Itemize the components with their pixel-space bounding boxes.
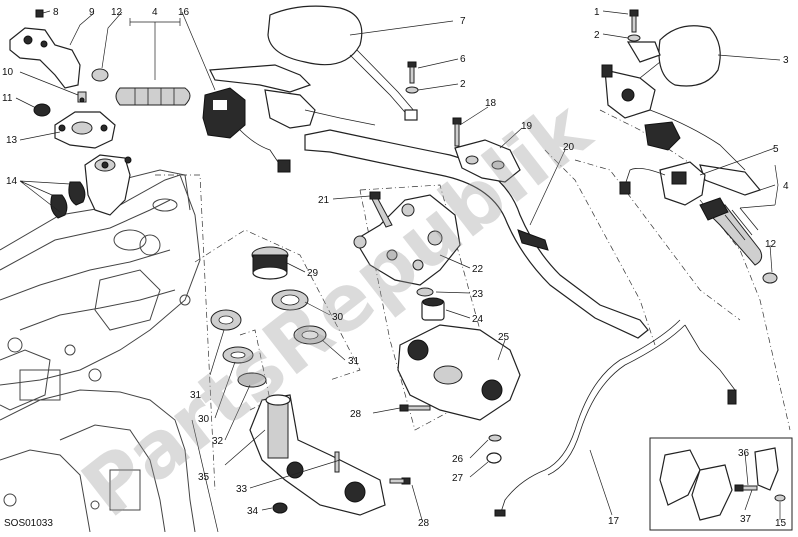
screw-33	[334, 451, 340, 473]
callout-10: 10	[2, 67, 14, 78]
callout-labels: 8 9 12 4 16 10 11 13 14 7 6 2 18 19 20 2…	[2, 7, 789, 529]
callout-4-right: 4	[783, 181, 789, 192]
callout-3: 3	[783, 55, 789, 66]
callout-8: 8	[53, 7, 59, 18]
bearing-31-lower	[210, 309, 242, 331]
callout-34: 34	[247, 506, 259, 517]
nut-27	[486, 452, 502, 464]
switch-housing-16	[202, 87, 291, 173]
washer-2	[405, 86, 419, 94]
clutch-lever	[209, 64, 376, 129]
screw-21	[369, 191, 393, 228]
callout-4: 4	[152, 7, 158, 18]
bushing-24	[421, 297, 445, 321]
screw-1	[629, 9, 639, 33]
callout-31-lower: 31	[190, 390, 202, 401]
callout-23: 23	[472, 289, 484, 300]
bar-end-12-right	[762, 272, 778, 284]
callout-32: 32	[212, 436, 224, 447]
nut-29	[251, 246, 289, 280]
callout-30-lower: 30	[198, 414, 210, 425]
callout-12-right: 12	[765, 239, 777, 250]
callout-21: 21	[318, 195, 330, 206]
inset-detail-box	[649, 437, 793, 531]
callout-16: 16	[178, 7, 190, 18]
callout-18: 18	[485, 98, 497, 109]
throttle-cable-17	[494, 319, 737, 517]
callout-25: 25	[498, 332, 510, 343]
callout-5: 5	[773, 144, 779, 155]
screw-10	[77, 91, 87, 103]
callout-37: 37	[740, 514, 752, 525]
washer-2-right	[627, 34, 641, 42]
callout-35: 35	[198, 472, 210, 483]
callout-28-lower: 28	[418, 518, 430, 529]
frame-assembly	[0, 169, 201, 533]
callout-24: 24	[472, 314, 484, 325]
callout-29: 29	[307, 268, 319, 279]
washer-23	[416, 287, 434, 297]
callout-27: 27	[452, 473, 464, 484]
handlebar-20	[304, 129, 649, 339]
washer-26	[488, 434, 502, 442]
callout-11: 11	[2, 93, 13, 104]
callout-15: 15	[775, 518, 787, 529]
throttle-grip-4	[699, 197, 763, 266]
screw-18	[452, 117, 462, 147]
callout-30-upper: 30	[332, 312, 344, 323]
callout-14: 14	[6, 176, 18, 187]
bar-end-12	[91, 68, 109, 82]
callout-1: 1	[594, 7, 600, 18]
bracket-line-35	[191, 419, 219, 533]
callout-22: 22	[472, 264, 484, 275]
screw-28-upper	[399, 404, 431, 412]
grip-left-4	[115, 87, 191, 106]
callout-26: 26	[452, 454, 464, 465]
seal-32	[237, 372, 267, 388]
leader-lines	[15, 10, 781, 521]
callout-31-upper: 31	[348, 356, 360, 367]
drawing-code: SOS01033	[4, 518, 53, 529]
callout-19: 19	[521, 121, 533, 132]
brake-master-cylinder	[601, 64, 762, 196]
mirror-right-3	[626, 25, 721, 96]
switch-module	[644, 121, 681, 151]
ignition-switch-13	[54, 111, 116, 149]
callout-2-left: 2	[460, 79, 466, 90]
screw-28-lower	[389, 477, 411, 485]
ring-30-lower	[222, 346, 254, 364]
callout-2-right: 2	[594, 30, 600, 41]
key-icon	[50, 181, 86, 219]
callout-33: 33	[236, 484, 248, 495]
lock-body-14	[84, 154, 132, 216]
top-yoke-25	[397, 324, 521, 421]
ring-30-upper	[271, 289, 309, 311]
handlebar-clamp-19	[454, 139, 521, 183]
callout-13: 13	[6, 135, 18, 146]
callout-6: 6	[460, 54, 466, 65]
bottom-yoke-33	[249, 394, 386, 516]
callout-7: 7	[460, 16, 466, 27]
mirror-left-7	[267, 5, 418, 121]
callout-20: 20	[563, 142, 575, 153]
nut-34	[272, 502, 288, 514]
riser-22	[353, 194, 461, 286]
callout-17: 17	[608, 516, 620, 527]
switch-housing-5	[619, 161, 706, 206]
callout-12: 12	[111, 7, 123, 18]
spacer-11	[33, 103, 51, 117]
callout-28-upper: 28	[350, 409, 362, 420]
bearing-31-upper	[293, 325, 327, 345]
callout-36: 36	[738, 448, 750, 459]
screw-6	[407, 61, 417, 84]
callout-9: 9	[89, 7, 95, 18]
switch-housing-9	[9, 9, 81, 89]
